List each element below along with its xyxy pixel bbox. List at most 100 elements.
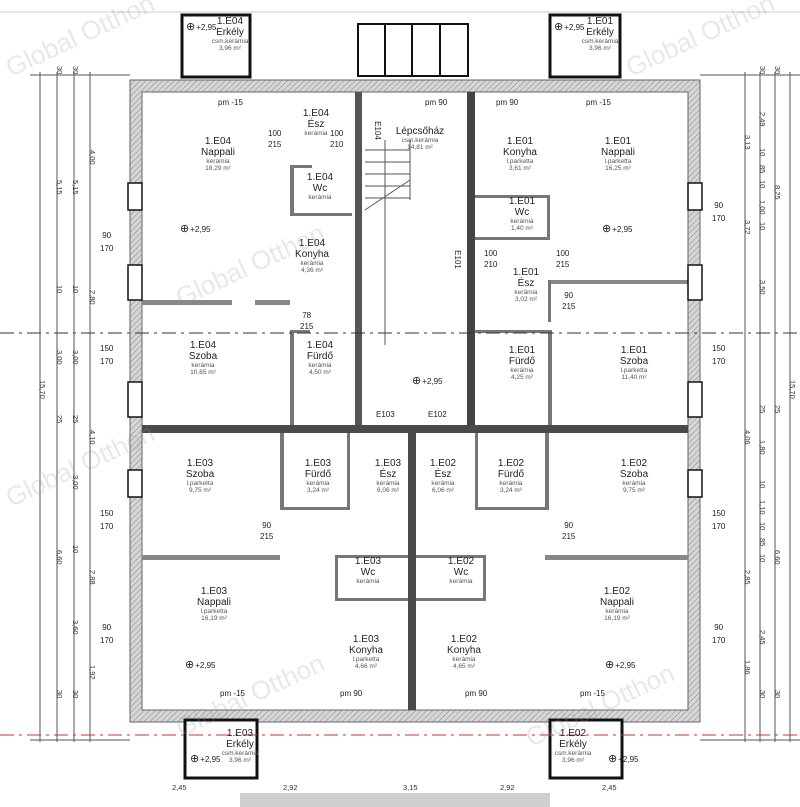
room-name: Erkély	[216, 27, 244, 38]
footer-bar	[240, 793, 550, 807]
room-id: 1.E02	[429, 458, 457, 469]
dimension: 15,70	[788, 380, 797, 399]
room-floor: l.parketta	[620, 367, 648, 374]
level-marker: +2,95	[412, 374, 442, 387]
dimension-value: 150	[712, 344, 726, 353]
room-name: Szoba	[188, 351, 218, 362]
pm-label: pm -15	[218, 98, 243, 107]
dimension-value: 100	[556, 249, 570, 258]
dimension: 2,88	[88, 570, 97, 585]
room-area: 4,25 m²	[510, 374, 534, 382]
room-id: 1.E02	[603, 586, 631, 597]
room-area: 4,36 m²	[300, 267, 324, 275]
room-id: 1.E01	[512, 267, 540, 278]
room-floor: l.parketta	[352, 656, 380, 663]
room-area: 4,66 m²	[354, 663, 378, 671]
room-area: 3,96 m²	[228, 757, 252, 765]
dimension-value: 210	[330, 140, 344, 150]
dimension: 10	[758, 554, 767, 563]
room-area: 4,65 m²	[452, 663, 476, 671]
room-area: 3,96 m²	[561, 757, 585, 765]
room-area: 3,61 m²	[508, 165, 532, 173]
room-area: 11,40 m²	[621, 374, 647, 382]
dimension: 4,06	[743, 430, 752, 445]
dimension-value: 170	[100, 356, 114, 366]
room-id: 1.E04	[306, 172, 334, 183]
pm-label: pm -15	[220, 689, 245, 698]
dimension: 15,70	[38, 380, 47, 399]
room-floor: kerámia	[191, 362, 215, 369]
dimension: 1,86	[743, 660, 752, 675]
room-floor: kerámia	[300, 260, 324, 267]
room-area: 10,65 m²	[190, 369, 216, 377]
interior-walls	[142, 92, 688, 710]
dimension: 5,15	[71, 180, 80, 195]
room-id: 1.E01	[508, 345, 536, 356]
room-floor: kerámia	[431, 480, 455, 487]
room-floor: kerámia	[356, 578, 380, 585]
dimension: 2,45	[172, 783, 187, 792]
dimension: 85	[758, 538, 767, 547]
room-floor: kerámia	[449, 578, 473, 585]
pm-label: pm 90	[340, 689, 363, 698]
room-floor: l.parketta	[186, 480, 214, 487]
level-marker: +2,95	[554, 20, 584, 33]
dimension-value: 215	[562, 302, 576, 312]
room-name: Fürdő	[306, 351, 334, 362]
room-name: Erkély	[559, 739, 587, 750]
dimension-lines	[30, 72, 800, 742]
dimension-value: 170	[712, 521, 726, 531]
room-name: Wc	[312, 183, 328, 194]
room-name: Konyha	[295, 249, 329, 260]
room-area: 18,29 m²	[205, 165, 231, 173]
pm-label: pm 90	[465, 689, 488, 698]
room-area: 3,96 m²	[218, 45, 242, 53]
outer-wall	[129, 79, 701, 723]
room-name: Nappali	[600, 597, 634, 608]
dimension: 30	[71, 690, 80, 699]
dimension-value: 150	[100, 509, 114, 518]
room-floor: kerámia	[308, 362, 332, 369]
dimension: 10	[55, 285, 64, 294]
room-area: 9,75 m²	[188, 487, 212, 495]
room-area: 3,02 m²	[514, 296, 538, 304]
dimension-value: 100	[330, 129, 344, 138]
dimension: 3,00	[71, 350, 80, 365]
dimension: 10	[758, 480, 767, 489]
level-marker: +2,95	[180, 222, 210, 235]
room-floor: kerámia	[306, 480, 330, 487]
room-floor: kerámia	[308, 194, 332, 201]
room-area: 4,50 m²	[308, 369, 332, 377]
dimension: 2,45	[602, 783, 617, 792]
room-id: 1.E02	[559, 728, 587, 739]
room-name: Fürdő	[304, 469, 332, 480]
room-name: Ész	[517, 278, 535, 289]
dimension: 1,80	[758, 440, 767, 455]
dimension: 3,13	[743, 135, 752, 150]
staircase	[364, 140, 411, 345]
dimension-value: 90	[714, 201, 724, 210]
level-marker: +2,95	[608, 752, 638, 765]
dimension: 1,00	[758, 200, 767, 215]
room-floor: kerámia	[510, 367, 534, 374]
room-id: 1.E04	[216, 16, 244, 27]
dimension-value: 215	[556, 260, 570, 270]
dimension: 3,15	[403, 783, 418, 792]
